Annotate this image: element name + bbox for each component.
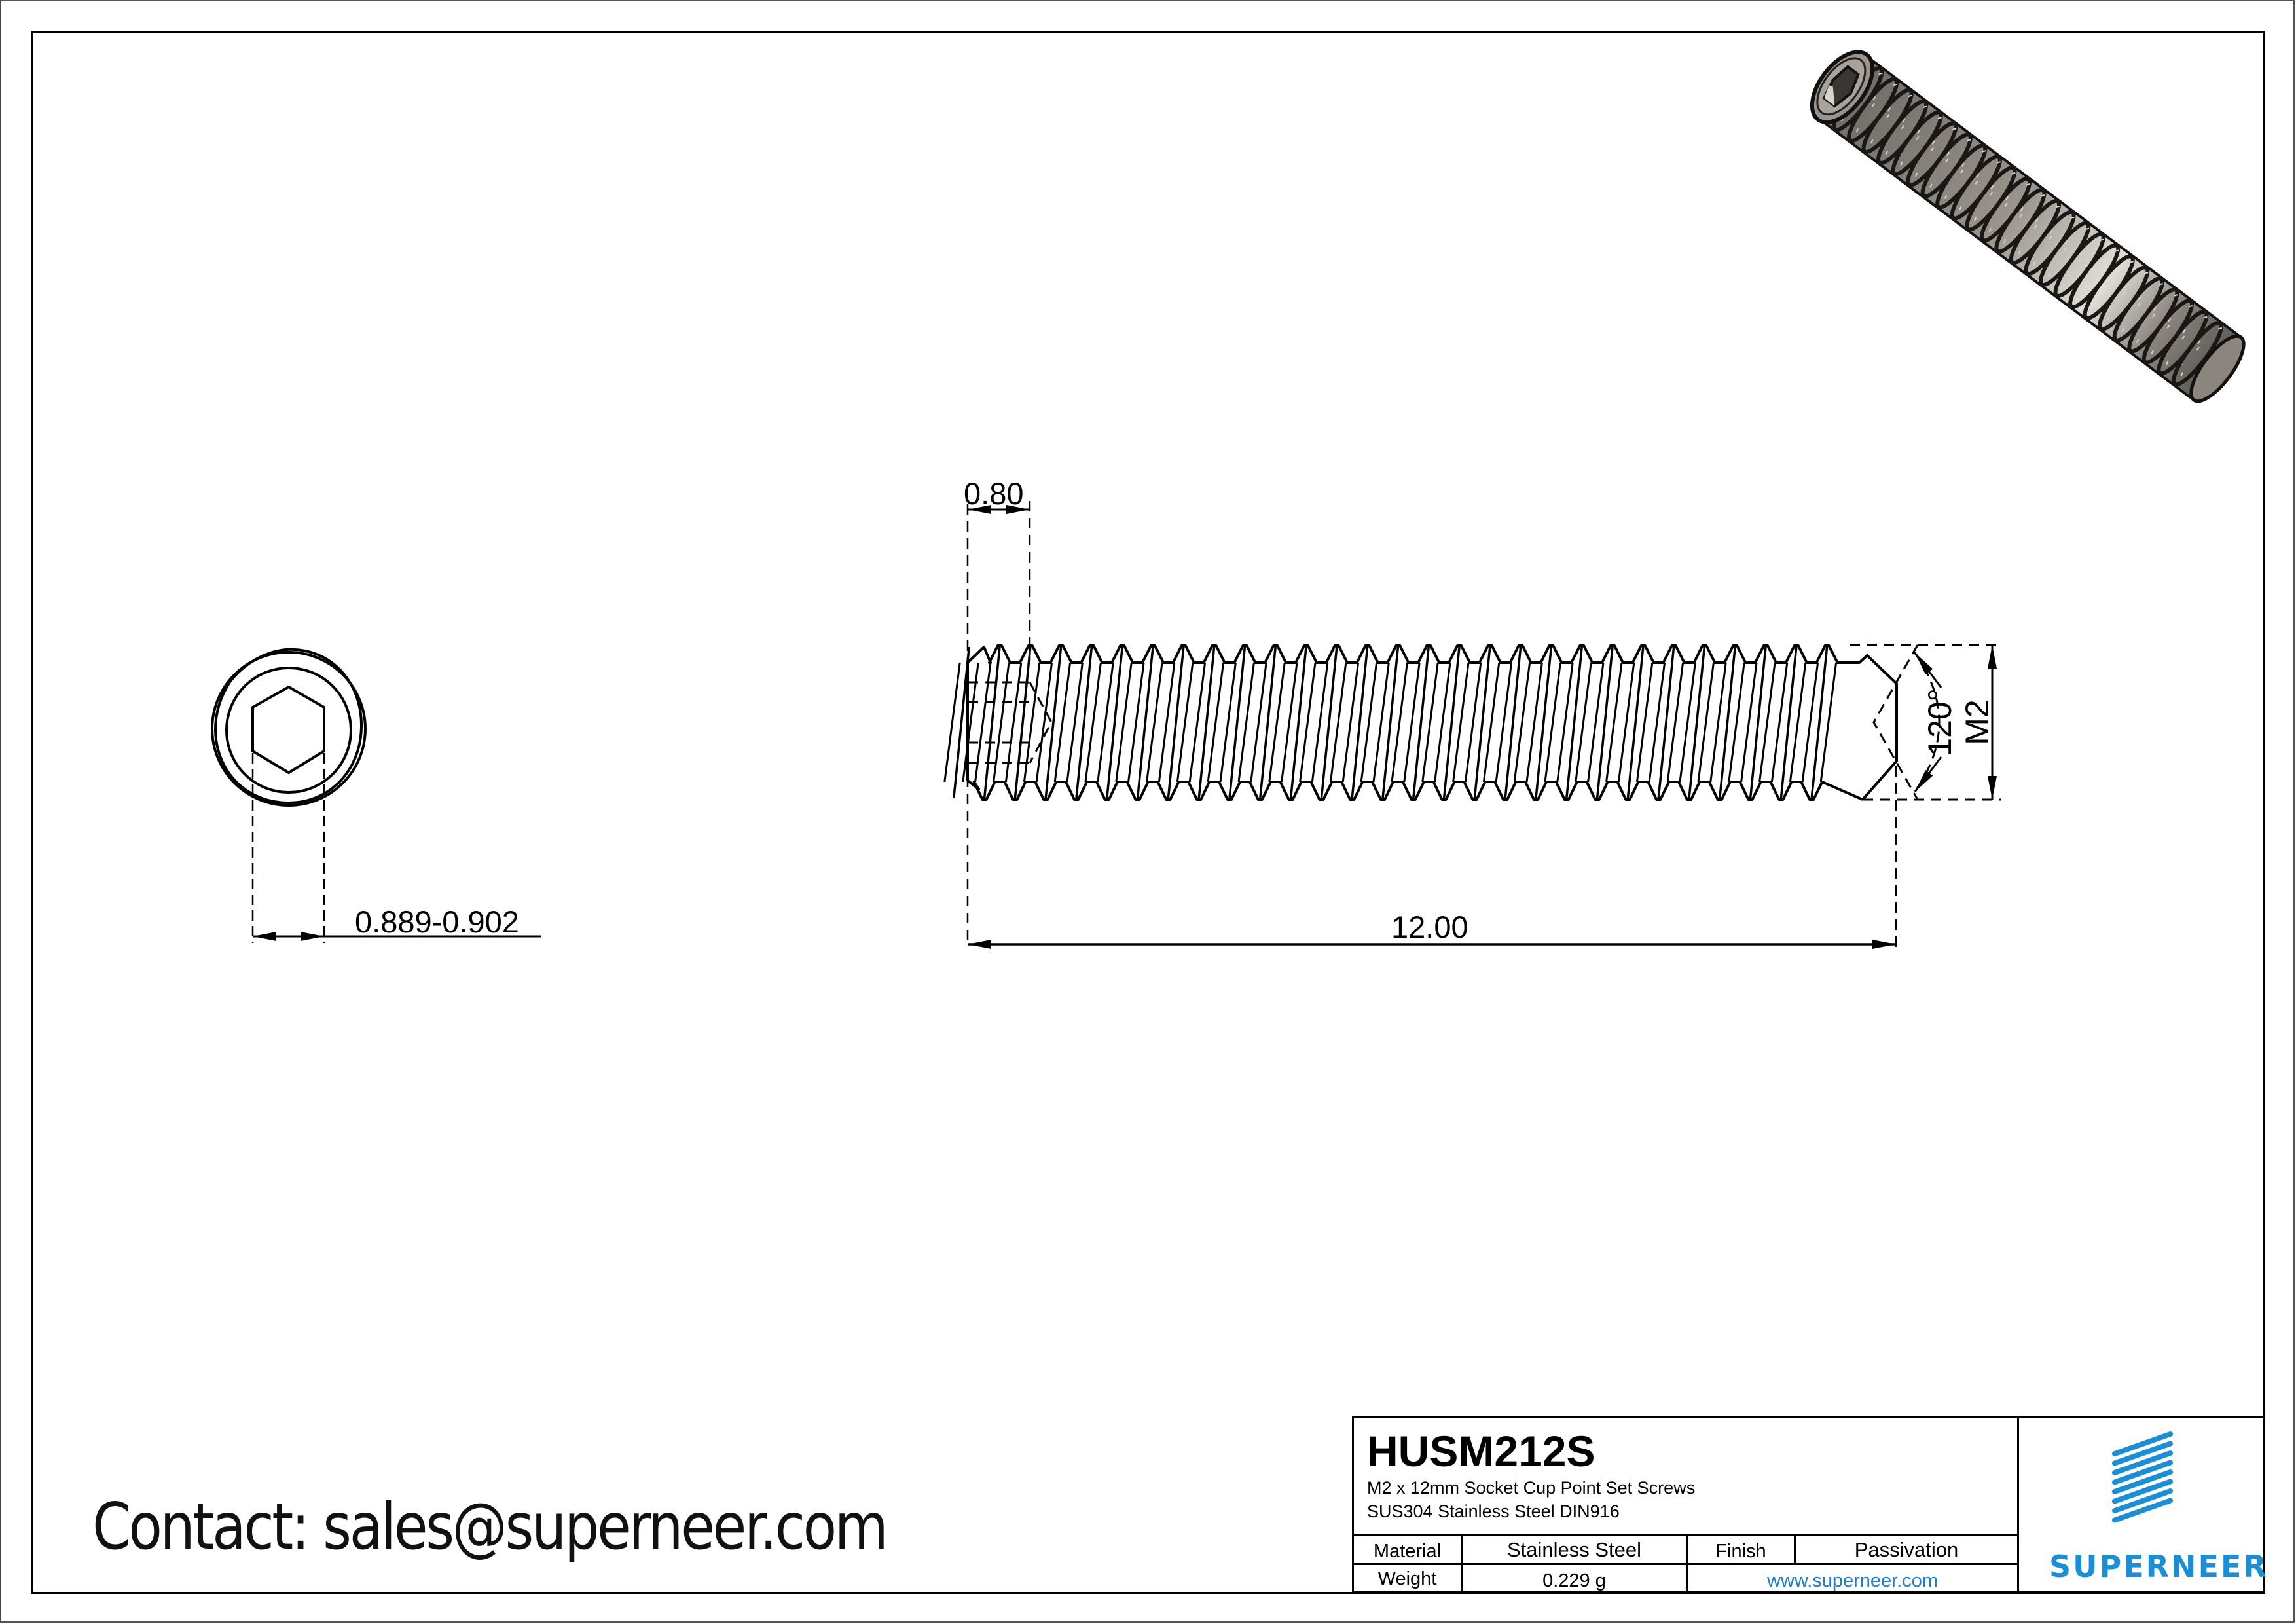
iso-3d-view (1810, 50, 2246, 403)
finish-label: Finish (1715, 1540, 1766, 1562)
point-angle-label: 120° (1922, 688, 1958, 756)
side-view (943, 501, 2001, 950)
contact-email-text: Contact: sales@superneer.com (92, 1490, 888, 1564)
overall-length-label: 12.00 (1391, 910, 1468, 944)
hex-socket-shape (251, 685, 325, 775)
logo-stripes-icon (2112, 1431, 2173, 1523)
end-view (211, 648, 541, 943)
material-value: Stainless Steel (1506, 1538, 1642, 1561)
weight-value: 0.229 g (1542, 1570, 1606, 1591)
title-block: HUSM212S M2 x 12mm Socket Cup Point Set … (1352, 1416, 2267, 1593)
part-number: HUSM212S (1367, 1427, 1595, 1475)
thread-size-label: M2 (1959, 699, 1995, 745)
drawing-border (31, 31, 2265, 1594)
website-link[interactable]: www.superneer.com (1766, 1570, 1939, 1591)
weight-label: Weight (1377, 1568, 1437, 1589)
properties-table: Material Stainless Steel Finish Passivat… (1354, 1534, 2019, 1593)
company-logo: SUPERNEER (2019, 1418, 2267, 1593)
hex-dimension-label: 0.889-0.902 (355, 904, 519, 939)
finish-value: Passivation (1854, 1538, 1959, 1561)
description-line-1: M2 x 12mm Socket Cup Point Set Screws (1367, 1478, 1696, 1498)
description-line-2: SUS304 Stainless Steel DIN916 (1367, 1502, 1620, 1521)
socket-depth-label: 0.80 (964, 476, 1024, 511)
brand-name: SUPERNEER (2049, 1549, 2269, 1584)
title-block-header: HUSM212S M2 x 12mm Socket Cup Point Set … (1354, 1418, 2019, 1534)
material-label: Material (1373, 1540, 1442, 1562)
